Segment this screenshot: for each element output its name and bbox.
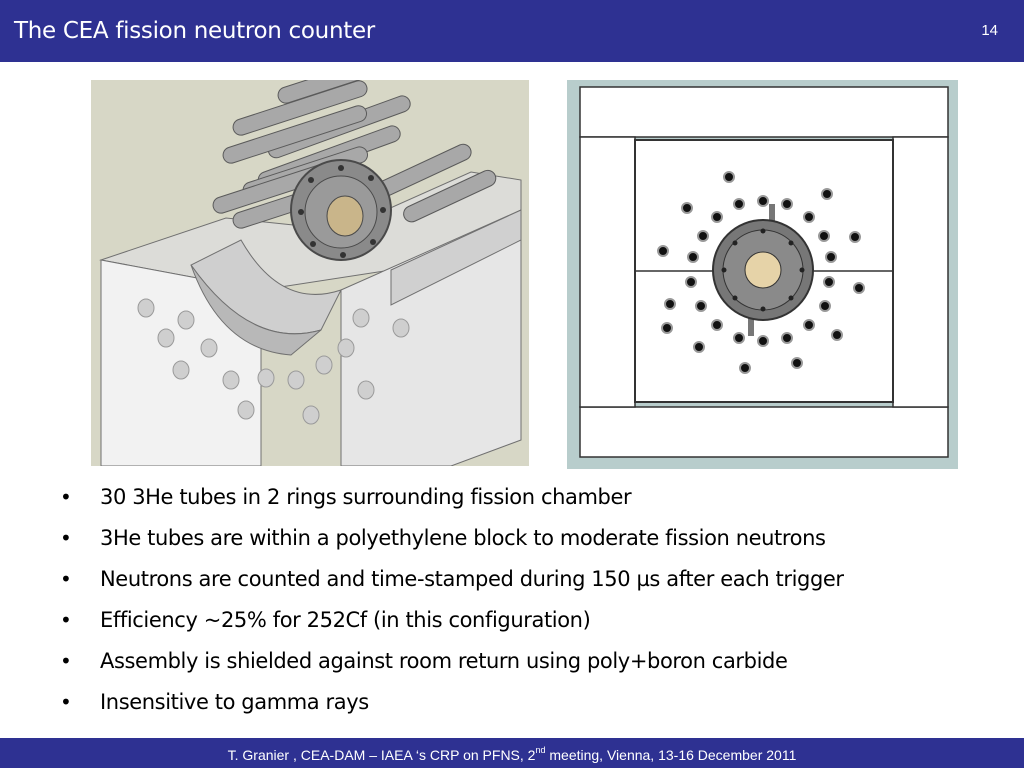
bullet-list: • 30 3He tubes in 2 rings surrounding fis… [60,483,1000,729]
footer-text-tail: meeting, Vienna, 13-16 December 2011 [545,747,797,763]
bullet-item: • Efficiency ~25% for 252Cf (in this conf… [60,606,1000,647]
bullet-dot: • [60,608,72,632]
bullet-item: • Assembly is shielded against room retur… [60,647,1000,688]
bullet-dot: • [60,649,72,673]
page-number: 14 [981,22,998,39]
bullet-text: Neutrons are counted and time-stamped du… [100,567,844,591]
bullet-item: • Insensitive to gamma rays [60,688,1000,729]
bullet-item: • 30 3He tubes in 2 rings surrounding fis… [60,483,1000,524]
bullet-text: Efficiency ~25% for 252Cf (in this confi… [100,608,591,632]
header-bar: The CEA fission neutron counter 14 [0,0,1024,62]
footer-credit: T. Granier , CEA-DAM – IAEA ‘s CRP on PF… [0,745,1024,763]
cross-section-drawing [579,86,949,458]
detector-3d-render-image [91,51,529,467]
bullet-item: • Neutrons are counted and time-stamped d… [60,565,1000,606]
bullet-dot: • [60,526,72,550]
bullet-item: • 3He tubes are within a polyethylene blo… [60,524,1000,565]
bullet-text: 3He tubes are within a polyethylene bloc… [100,526,826,550]
footer-bar: T. Granier , CEA-DAM – IAEA ‘s CRP on PF… [0,738,1024,768]
footer-text-main: T. Granier , CEA-DAM – IAEA ‘s CRP on PF… [227,747,536,763]
bullet-text: 30 3He tubes in 2 rings surrounding fiss… [100,485,632,509]
detector-3d-drawing [99,51,522,467]
bullet-text: Insensitive to gamma rays [100,690,369,714]
bullet-dot: • [60,567,72,591]
detector-cross-section-image [567,80,958,469]
bullet-dot: • [60,485,72,509]
footer-superscript: nd [535,745,546,755]
bullet-dot: • [60,690,72,714]
slide-title: The CEA fission neutron counter [14,18,375,44]
bullet-text: Assembly is shielded against room return… [100,649,788,673]
